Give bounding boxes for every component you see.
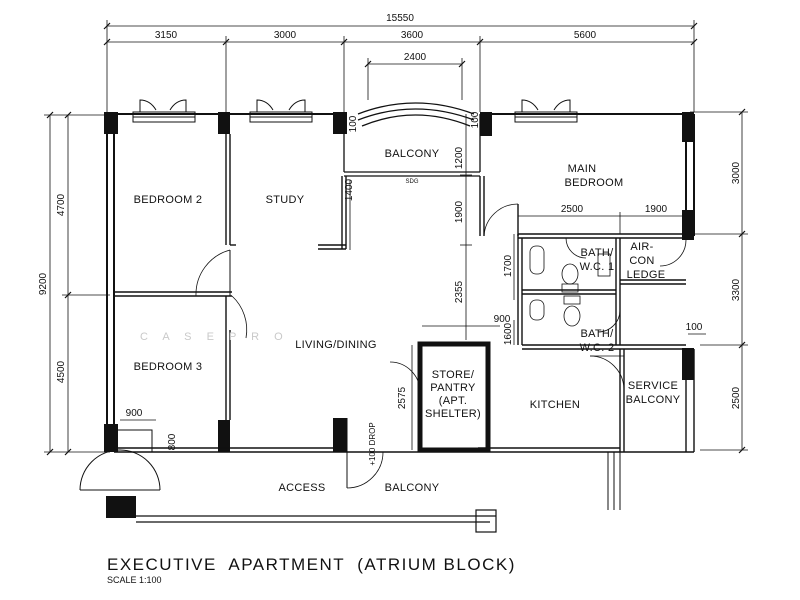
- dim-bath2-height: 1600: [503, 322, 514, 345]
- room-label-store-line2: PANTRY: [430, 382, 476, 394]
- room-label-bath2-line2: W.C. 2: [580, 342, 615, 354]
- room-label-store-line3: (APT.: [439, 395, 467, 407]
- room-label-study: STUDY: [266, 194, 305, 206]
- dim-right-middle: 3300: [731, 278, 742, 301]
- room-label-main-bedroom-line2: BEDROOM: [565, 177, 624, 189]
- dim-bedroom-small-v: 800: [167, 433, 178, 450]
- dimension-lines: [44, 20, 748, 456]
- dim-seg-3: 3600: [401, 30, 424, 41]
- dim-store-height: 2575: [397, 386, 408, 409]
- dim-corridor-lower: 2355: [454, 280, 465, 303]
- dim-store-width: 900: [494, 314, 511, 325]
- dim-bedroom-small: 900: [126, 408, 143, 419]
- room-label-service-line1: SERVICE: [628, 380, 678, 392]
- dim-left-upper: 4700: [56, 193, 67, 216]
- room-label-main-bedroom-line1: MAIN: [568, 163, 597, 175]
- dim-right-upper: 3000: [731, 161, 742, 184]
- bath-fixtures: [529, 245, 611, 327]
- room-label-access-balcony: BALCONY: [385, 482, 440, 494]
- room-label-living-dining: LIVING/DINING: [295, 339, 377, 351]
- room-label-access: ACCESS: [278, 482, 325, 494]
- walls: [79, 99, 695, 533]
- dim-balcony-side-left: 100: [348, 115, 359, 132]
- room-label-store-line1: STORE/: [432, 369, 475, 381]
- drawing-scale: SCALE 1:100: [107, 575, 162, 585]
- room-label-balcony: BALCONY: [385, 148, 440, 160]
- dim-left-lower: 4500: [56, 360, 67, 383]
- dim-balcony-side-right: 100: [470, 111, 481, 128]
- dim-balcony-depth: 1200: [454, 146, 465, 169]
- room-labels: BEDROOM 2 STUDY BALCONY MAIN BEDROOM BAT…: [134, 148, 681, 494]
- dim-seg-1: 3150: [155, 30, 178, 41]
- dim-right-lower: 2500: [731, 386, 742, 409]
- room-label-store-line4: SHELTER): [425, 408, 481, 420]
- dim-balcony-width: 2400: [404, 52, 427, 63]
- dim-seg-2: 3000: [274, 30, 297, 41]
- room-label-bedroom-3: BEDROOM 3: [134, 361, 203, 373]
- room-label-kitchen: KITCHEN: [530, 399, 580, 411]
- watermark: C A S E P R O: [140, 331, 289, 343]
- room-label-aircon-line2: CON: [629, 255, 654, 267]
- room-label-service-line2: BALCONY: [626, 394, 681, 406]
- room-label-aircon-line1: AIR-: [630, 241, 653, 253]
- dim-aircon-width: 1900: [645, 204, 668, 215]
- balcony-note: SDG: [405, 179, 418, 185]
- dim-bath-width: 2500: [561, 204, 584, 215]
- dim-service-small: 100: [686, 322, 703, 333]
- dim-seg-4: 5600: [574, 30, 597, 41]
- door-note: +100 DROP: [368, 422, 377, 465]
- room-label-bath1-line2: W.C. 1: [580, 261, 615, 273]
- room-label-aircon-line3: LEDGE: [627, 269, 666, 281]
- room-label-bath1-line1: BATH/: [580, 247, 614, 259]
- drawing-title: EXECUTIVE APARTMENT (ATRIUM BLOCK): [107, 555, 516, 574]
- dim-overall: 15550: [386, 13, 414, 24]
- dim-study-wall: 1400: [344, 178, 355, 201]
- dim-bath-height: 1700: [503, 254, 514, 277]
- room-label-bedroom-2: BEDROOM 2: [134, 194, 203, 206]
- dim-corridor-upper: 1900: [454, 200, 465, 223]
- room-label-bath2-line1: BATH/: [580, 328, 614, 340]
- dim-left-total: 9200: [38, 272, 49, 295]
- dimension-labels: 15550 3150 3000 3600 5600 2400 100 100 9…: [38, 13, 742, 466]
